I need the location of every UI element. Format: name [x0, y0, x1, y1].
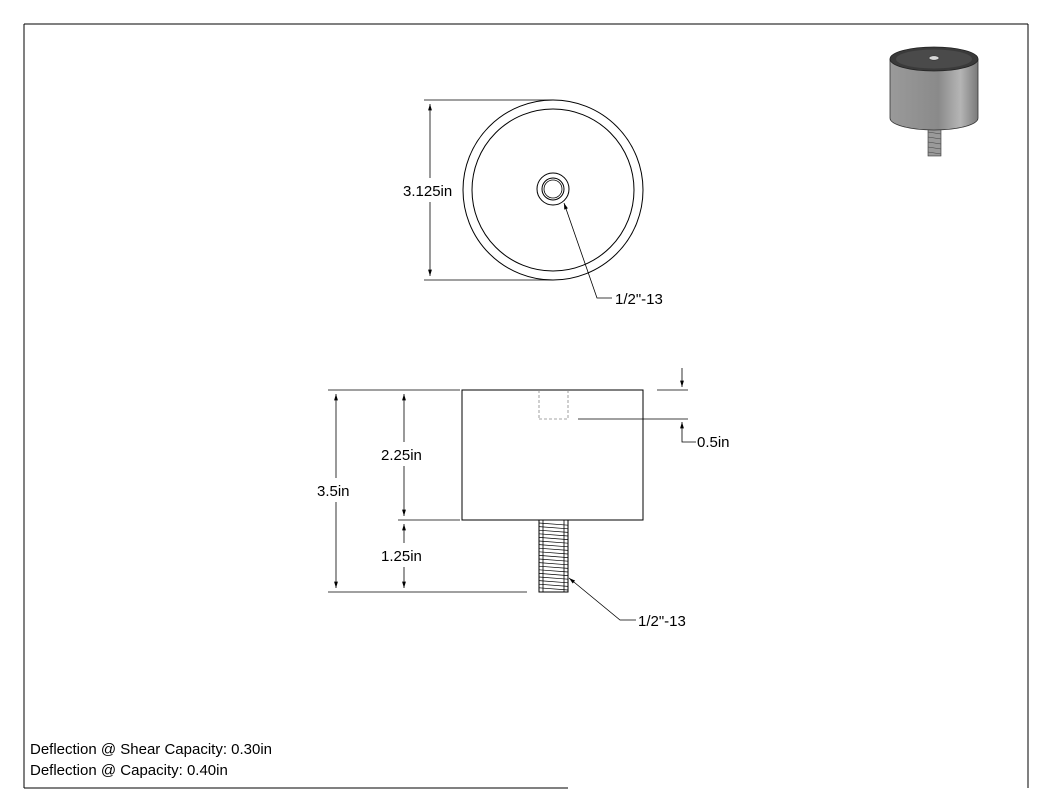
stud-thread-callout: 1/2"-13: [638, 613, 686, 630]
top-view: 3.125in 1/2"-13: [403, 99, 663, 308]
body-height-label: 2.25in: [381, 447, 422, 464]
shear-deflection-note: Deflection @ Shear Capacity: 0.30in: [30, 741, 272, 758]
top-thread-callout: 1/2"-13: [615, 291, 663, 308]
threaded-stud: [538, 519, 569, 593]
overall-height-label: 3.5in: [317, 483, 350, 500]
sheet-border: [23, 23, 1029, 789]
capacity-deflection-note: Deflection @ Capacity: 0.40in: [30, 762, 228, 779]
side-view: 3.5in 2.25in 1.25in 0.5in 1/2"-13: [317, 368, 730, 630]
notes-block: Deflection @ Shear Capacity: 0.30in Defl…: [30, 741, 272, 779]
tap-depth-label: 0.5in: [697, 434, 730, 451]
diameter-dimension-label: 3.125in: [403, 183, 452, 200]
rubber-mount-isometric-icon: [889, 46, 979, 157]
stud-length-label: 1.25in: [381, 548, 422, 565]
